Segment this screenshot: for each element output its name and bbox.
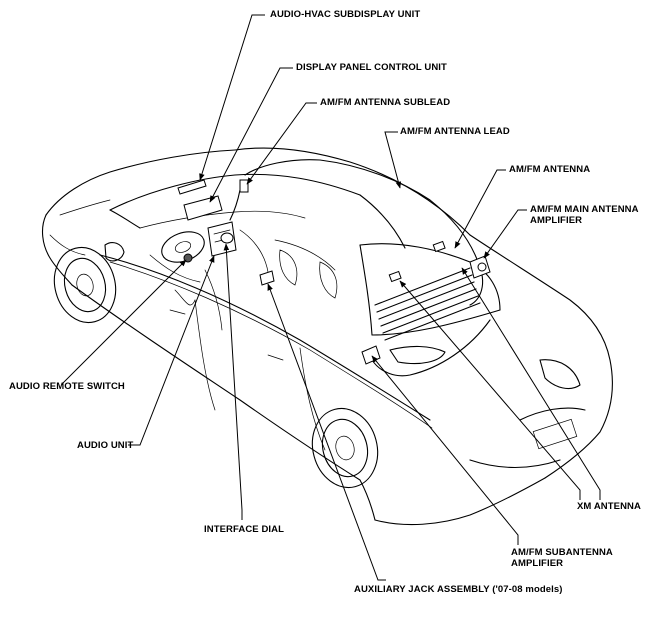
label-auxiliary-jack-assembly: AUXILIARY JACK ASSEMBLY ('07-08 models)	[354, 584, 563, 595]
components	[177, 179, 491, 365]
label-xm-antenna: XM ANTENNA	[577, 501, 641, 512]
label-am-fm-subantenna-amplifier-line1: AM/FM SUBANTENNA	[511, 547, 613, 558]
label-am-fm-subantenna-amplifier-line2: AMPLIFIER	[511, 558, 564, 569]
label-interface-dial: INTERFACE DIAL	[204, 524, 285, 535]
label-am-fm-antenna-lead: AM/FM ANTENNA LEAD	[400, 126, 510, 137]
label-audio-hvac-subdisplay-unit: AUDIO-HVAC SUBDISPLAY UNIT	[270, 9, 421, 20]
rear-window-antenna-grid	[374, 267, 481, 341]
car-body	[41, 147, 613, 526]
antenna-wiring	[229, 159, 491, 377]
label-display-panel-control-unit: DISPLAY PANEL CONTROL UNIT	[296, 62, 447, 73]
label-am-fm-main-antenna-amplifier-line1: AM/FM MAIN ANTENNA	[530, 204, 639, 215]
label-am-fm-antenna: AM/FM ANTENNA	[509, 164, 591, 175]
label-am-fm-main-antenna-amplifier-line2: AMPLIFIER	[530, 215, 583, 226]
label-audio-unit: AUDIO UNIT	[77, 440, 134, 451]
label-audio-remote-switch: AUDIO REMOTE SWITCH	[9, 381, 125, 392]
leader-lines	[61, 14, 601, 581]
label-am-fm-antenna-sublead: AM/FM ANTENNA SUBLEAD	[320, 97, 451, 108]
